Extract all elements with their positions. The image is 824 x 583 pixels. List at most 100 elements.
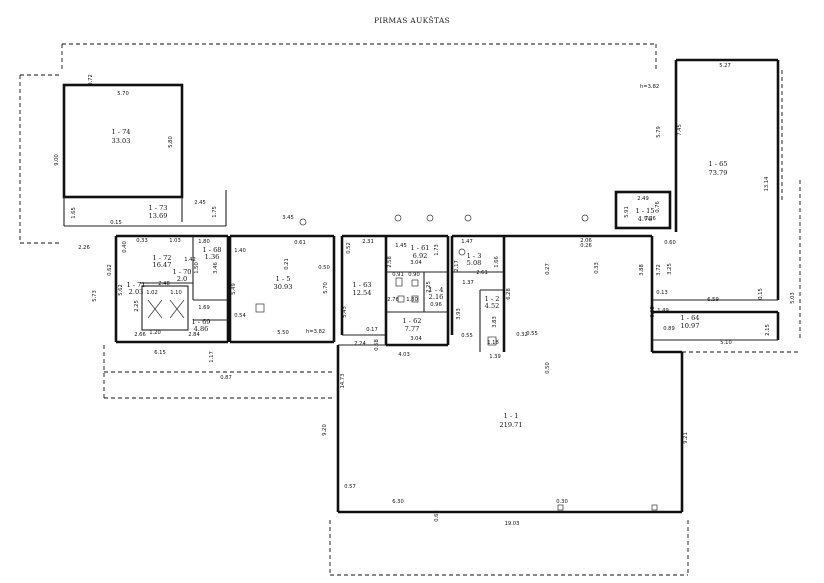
dimension-label: 1.17 (209, 351, 215, 363)
dimension-label: 1.49 (657, 308, 669, 314)
dimension-label: 2.06 (580, 238, 592, 244)
dimension-label: 0.90 (408, 272, 420, 278)
dimension-label: 0.55 (461, 333, 473, 339)
dimension-label: 0.57 (344, 484, 356, 490)
dimension-label: 0.17 (366, 327, 378, 333)
room-area: 13.69 (149, 212, 168, 220)
dimension-label: 2.49 (637, 196, 649, 202)
dimension-label: 5.73 (92, 290, 98, 302)
dimension-label: 5.91 (624, 206, 630, 218)
dimension-label: 0.26 (580, 243, 592, 249)
dimension-label: 2.45 (194, 200, 206, 206)
dimension-label: 1.03 (169, 238, 181, 244)
room-area: 4.86 (194, 325, 209, 333)
room-area: 30.93 (274, 283, 293, 291)
room-id: 1 - 3 (467, 252, 482, 260)
dimension-label: 5.03 (790, 292, 796, 304)
room-area: 10.97 (681, 322, 700, 330)
dimension-label: 0.33 (594, 262, 600, 274)
dimension-labels: 5.70 0.72 9.00 5.80 1.65 0.15 2.45 1.75 3.45 0.40… (54, 63, 796, 527)
room-area: 2.0 (177, 275, 188, 283)
dimension-label: 5.43 (342, 306, 348, 318)
dimension-label: 19.03 (505, 521, 520, 527)
dimension-label: 1.18 (487, 340, 499, 346)
dimension-label: 0.62 (107, 264, 113, 276)
dimension-label: 0.52 (346, 242, 352, 254)
dimension-label: 14.73 (340, 374, 346, 389)
dimension-label: 9.20 (322, 424, 328, 436)
dimension-label: 2.26 (78, 245, 90, 251)
dimension-label: 0.50 (318, 265, 330, 271)
dimension-label: 7.45 (677, 124, 683, 136)
dimension-label: 9.21 (683, 432, 689, 444)
dimension-label: 1.42 (184, 257, 196, 263)
dimension-label: 2.24 (354, 341, 366, 347)
dimension-label: 5.62 (118, 284, 124, 296)
dimension-label: 9.00 (54, 154, 60, 166)
dimension-label: 5.80 (168, 136, 174, 148)
dimension-label: 5.79 (656, 126, 662, 138)
dimension-label: 0.89 (663, 326, 675, 332)
dimension-label: 3.04 (410, 260, 422, 266)
dimension-label: 5.70 (117, 91, 129, 97)
dimension-label: 1.65 (71, 207, 77, 219)
fixtures (255, 214, 658, 511)
dimension-label: 2.25 (134, 300, 140, 312)
dimension-label: 0.96 (430, 302, 442, 308)
dimension-label: 5.27 (719, 63, 731, 69)
dimension-label: 0.72 (88, 74, 94, 86)
dimension-label: 13.14 (764, 176, 770, 192)
dimension-label: 5.50 (277, 330, 289, 336)
dimension-label: 2.48 (158, 281, 170, 287)
dimension-label: 0.27 (545, 263, 551, 275)
dimension-label: 1.20 (149, 330, 161, 336)
dimension-label: 3.45 (282, 215, 294, 221)
room-id: 1 - 68 (202, 246, 221, 254)
dimension-label: 2.58 (387, 256, 393, 268)
dimension-label: 1.73 (434, 244, 440, 256)
dimension-label: 0.50 (545, 362, 551, 374)
room-area: 5.08 (467, 259, 482, 267)
dimension-label: 0.33 (136, 238, 148, 244)
room-id: 1 - 1 (504, 412, 519, 420)
dimension-label: 3.93 (456, 308, 462, 320)
dimension-label: 2.25 (426, 281, 432, 293)
room-id: 1 - 72 (152, 254, 171, 262)
room-area: 12.54 (353, 289, 372, 297)
room-area: 33.03 (112, 137, 131, 145)
dimension-label: 1.47 (461, 239, 473, 245)
dimension-label: 0.87 (220, 375, 232, 381)
room-area: 6.92 (413, 252, 428, 260)
room-area: 2.16 (429, 293, 444, 301)
room-id: 1 - 61 (410, 244, 429, 252)
dimension-label: 2.31 (362, 239, 374, 245)
room-area: 219.71 (499, 421, 522, 429)
room-area: 1.36 (205, 253, 220, 261)
room-id: 1 - 70 (172, 268, 191, 276)
dimension-label: 0.15 (110, 220, 122, 226)
dimension-label: 1.10 (170, 290, 182, 296)
dimension-label: 1.66 (494, 256, 500, 268)
dimension-label: 5.10 (720, 340, 732, 346)
dimension-label: 3.83 (492, 316, 498, 328)
dimension-label: 0.26 (644, 216, 656, 222)
room-area: 4.52 (485, 302, 500, 310)
dimension-label: 1.69 (198, 305, 210, 311)
dimension-label: 2.76 (387, 297, 399, 303)
room-labels: 1 - 74 33.03 1 - 73 13.69 1 - 72 16.47 1… (111, 128, 727, 429)
dimension-label: 1.75 (212, 206, 218, 218)
dimension-label: 6.59 (707, 297, 719, 303)
room-id: 1 - 74 (111, 128, 130, 136)
dimension-label: 0.91 (392, 272, 404, 278)
dimension-label: 2.61 (476, 270, 488, 276)
dimension-label: 0.68 (374, 339, 380, 351)
room-area: 4.76 (638, 215, 653, 223)
plan-title: PIRMAS AUKŠTAS (374, 16, 450, 25)
room-id: 1 - 5 (276, 275, 291, 283)
dimension-label: 0.40 (122, 241, 128, 253)
dimension-label: 5.49 (231, 283, 237, 295)
height-note: h=3.82 (640, 84, 659, 90)
dimension-label: 0.61 (294, 240, 306, 246)
room-id: 1 - 4 (429, 286, 444, 294)
